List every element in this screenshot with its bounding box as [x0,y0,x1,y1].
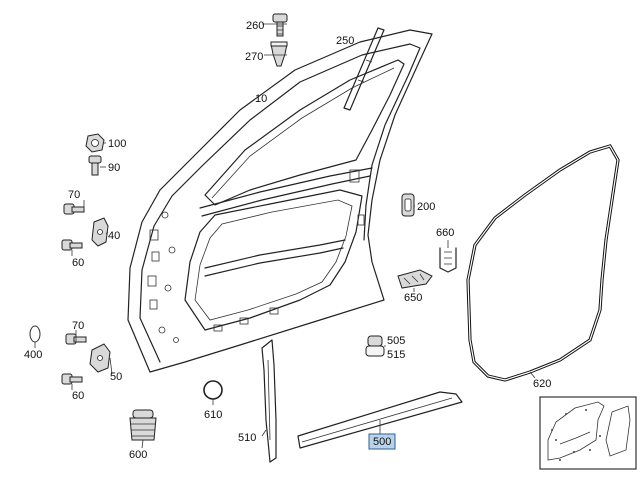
screw-260 [272,13,288,37]
thumbnail-inset [539,396,637,470]
bolt-90 [88,155,102,176]
bracket-650 [397,269,433,289]
callout-600: 600 [129,449,147,461]
callout-620: 620 [533,378,551,390]
callout-90: 90 [108,162,120,174]
screw-60-lower [61,373,83,385]
callout-650: 650 [404,292,422,304]
callout-60-upper: 60 [72,257,84,269]
callout-510: 510 [238,432,256,444]
callout-500: 500 [373,436,391,448]
callout-515: 515 [387,349,405,361]
callout-610: 610 [204,409,222,421]
callout-400: 400 [24,349,42,361]
hinge-40 [91,217,109,247]
callout-250: 250 [336,35,354,47]
hinge-50 [89,343,111,373]
sill-seal-500 [297,391,463,449]
screw-70-upper [63,203,85,215]
leader-lines [34,23,536,449]
retainer-660 [439,247,457,273]
callout-505: 505 [387,335,405,347]
door-seal-620 [466,144,620,382]
trim-510 [261,339,277,463]
callout-60-lower: 60 [72,390,84,402]
callout-100: 100 [108,138,126,150]
callout-200: 200 [417,201,435,213]
callout-40: 40 [108,230,120,242]
ring-400 [29,325,41,343]
callout-270: 270 [245,51,263,63]
callout-70-upper: 70 [68,189,80,201]
callout-660: 660 [436,227,454,239]
plug-505-515 [365,335,385,357]
screw-60-upper [61,239,83,251]
bracket-200 [401,193,415,217]
callout-labels: 260 250 270 10 100 90 70 40 60 200 660 6… [24,20,551,461]
highlight-box-500 [368,433,396,450]
clip-270 [270,41,288,67]
door-shell [127,27,433,373]
callout-10: 10 [255,93,267,105]
callout-50: 50 [110,371,122,383]
grommet-610 [203,380,223,400]
callout-260: 260 [246,20,264,32]
nut-100 [85,133,105,153]
boot-600 [129,409,157,441]
callout-70-lower: 70 [72,320,84,332]
